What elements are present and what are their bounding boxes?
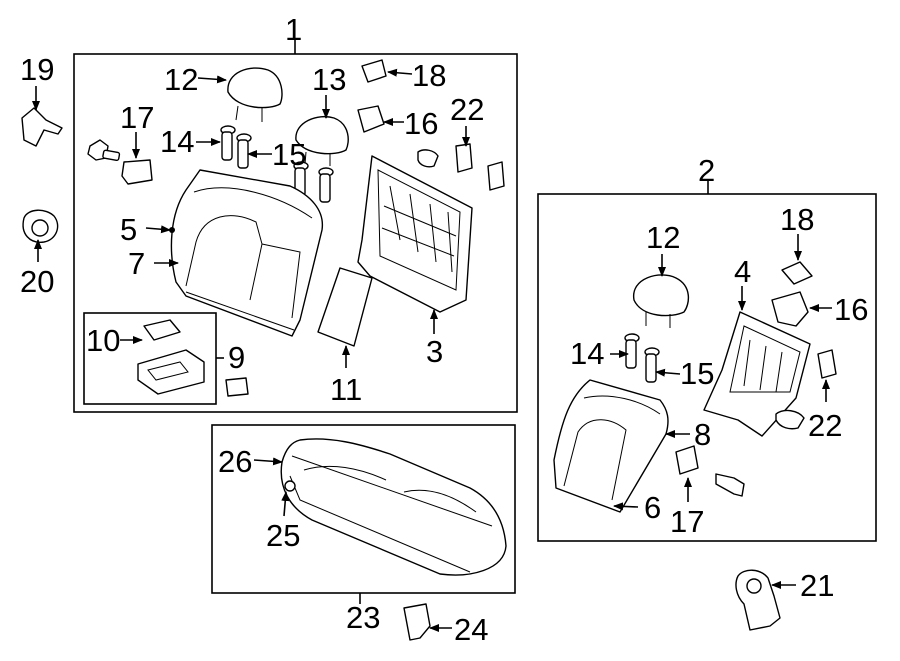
clip-part-24 [403,603,431,641]
anchor-part-20 [22,209,59,243]
headrest-guide-part [624,333,660,383]
callout-9: 9 [228,340,245,375]
anchor-part-21 [735,569,781,631]
callout-24: 24 [454,612,488,647]
seatback-frame-part [357,155,473,313]
seatback-frame-part [703,311,811,437]
bracket-part [675,445,699,475]
bracket-part [121,159,153,185]
seat-cushion-part [280,438,507,576]
callout-13: 13 [312,62,346,97]
headrest-guide-part [220,125,334,203]
callout-20: 20 [20,264,54,299]
callout-6: 6 [644,490,661,525]
bolt-part [87,139,121,162]
cover-part [775,409,805,430]
headrest-part [227,67,283,122]
cover-part [417,143,505,191]
seatback-group-box-2 [537,193,877,542]
callout-21: 21 [800,568,834,603]
callout-18: 18 [780,202,814,237]
headrest-part [295,116,349,166]
callout-26: 26 [218,444,252,479]
clip-part [715,473,745,497]
callout-23: 23 [346,600,380,635]
callout-16: 16 [834,292,868,327]
callout-3: 3 [426,334,443,369]
clip-part [781,261,813,285]
callout-16: 16 [404,106,438,141]
callout-22: 22 [450,92,484,127]
armrest-part [137,319,249,397]
anchor-part-19 [21,107,63,147]
callout-17: 17 [120,100,154,135]
seatback-trim-part [169,169,324,337]
callout-2: 2 [698,153,715,188]
callout-18: 18 [412,58,446,93]
callout-19: 19 [20,52,54,87]
callout-labels: 1 2 3 4 5 6 7 8 9 10 11 12 12 13 14 14 1… [20,12,868,647]
callout-14: 14 [570,336,604,371]
callout-8: 8 [694,417,711,452]
callout-7: 7 [128,246,145,281]
callout-10: 10 [86,323,120,358]
callout-25: 25 [266,518,300,553]
seatback-trim-part [553,379,669,513]
callout-12: 12 [164,62,198,97]
cover-part [817,349,837,379]
leader-arrows [32,68,832,632]
callout-12: 12 [646,220,680,255]
callout-22: 22 [808,408,842,443]
callout-1: 1 [285,12,302,47]
cushion-group-box-23 [211,424,516,594]
callout-11: 11 [330,372,362,407]
clip-part [361,59,387,83]
callout-4: 4 [734,254,751,289]
callout-15: 15 [272,137,306,172]
headrest-part [633,274,690,328]
pad-part [317,267,373,347]
callout-15: 15 [680,356,714,391]
latch-cover-part [357,105,385,133]
latch-cover-part [771,291,809,327]
callout-17: 17 [670,504,704,539]
callout-5: 5 [120,212,137,247]
callout-14: 14 [160,124,194,159]
